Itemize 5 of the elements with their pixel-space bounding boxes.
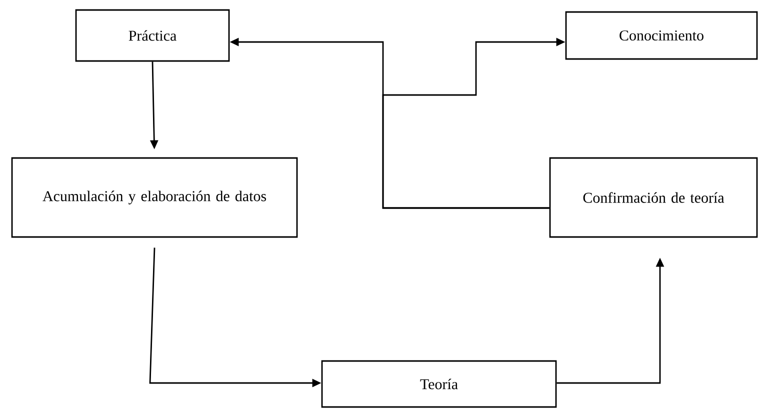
process-box: Práctica [75, 9, 230, 62]
process-box: Confirmación de teoría [549, 157, 758, 238]
process-box: Teoría [321, 360, 557, 408]
process-box: Conocimiento [565, 11, 758, 60]
process-box: Acumulación y elaboración de datos [11, 157, 298, 238]
